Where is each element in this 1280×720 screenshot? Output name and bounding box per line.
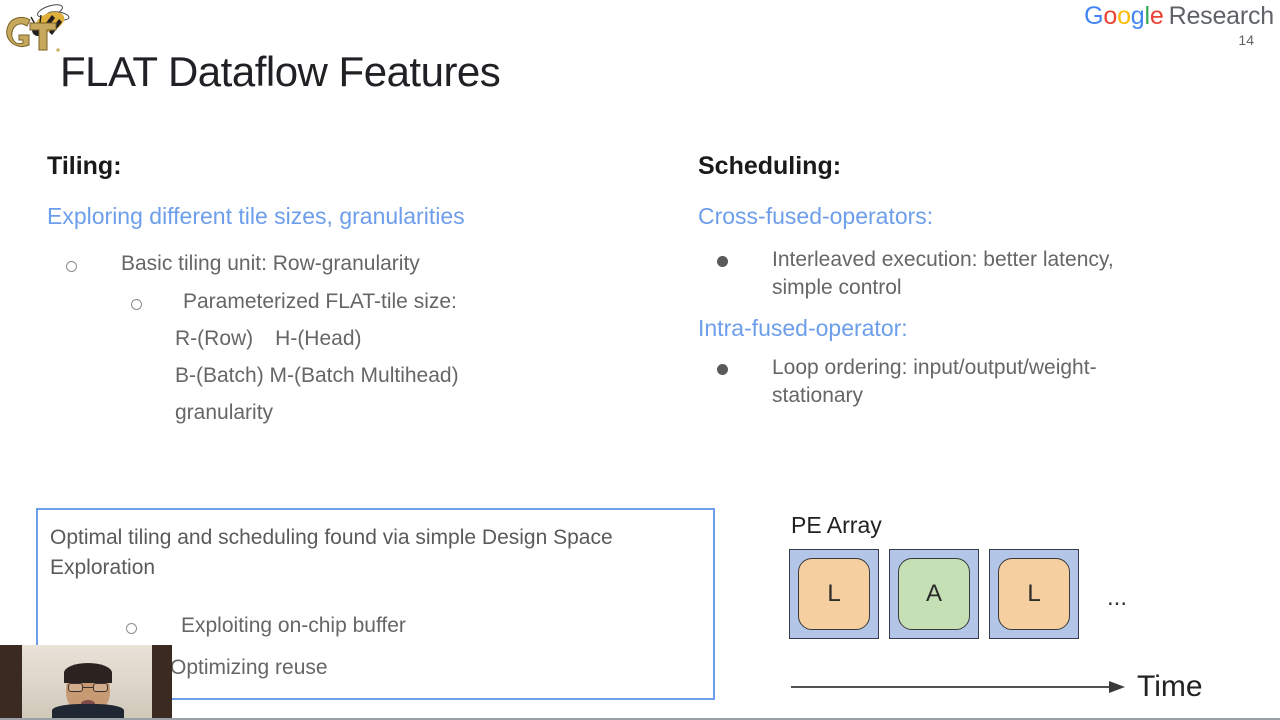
dse-callout-text: Optimal tiling and scheduling found via … xyxy=(50,526,613,579)
bullet-loop-ordering-label: Loop ordering: input/output/weight-stati… xyxy=(772,356,1097,408)
google-letter-o1: o xyxy=(1103,2,1118,30)
google-letter-g2: g xyxy=(1130,2,1145,30)
pe-cell-1: A xyxy=(889,549,979,639)
pe-array-label: PE Array xyxy=(791,512,882,538)
dot-bullet-icon xyxy=(717,364,728,376)
page-title: FLAT Dataflow Features xyxy=(60,48,501,95)
time-axis: Time xyxy=(789,670,1209,704)
pe-cell-2: L xyxy=(989,549,1079,639)
param-row: R-(Row) xyxy=(175,327,254,350)
presenter-glasses-icon xyxy=(68,683,108,692)
presenter-webcam-overlay xyxy=(0,645,172,720)
tiling-subheading: Exploring different tile sizes, granular… xyxy=(47,203,465,229)
presenter-hair xyxy=(64,663,112,683)
pe-cell-0: L xyxy=(789,549,879,639)
circle-bullet-icon xyxy=(131,299,142,310)
time-arrow-icon xyxy=(791,681,1125,693)
pe-cell-0-label: L xyxy=(798,558,870,630)
research-wordmark: Research xyxy=(1168,2,1275,30)
param-line-batch: B-(Batch) M-(Batch Multihead) xyxy=(175,364,459,387)
dse-bullet-exploiting: Exploiting on-chip buffer xyxy=(126,614,406,638)
webcam-left-wall xyxy=(0,645,22,720)
left-column: Tiling: Exploring different tile sizes, … xyxy=(47,152,687,425)
google-letter-g: G xyxy=(1084,2,1104,30)
intra-fused-operator-subheading: Intra-fused-operator: xyxy=(698,315,908,342)
scheduling-heading: Scheduling: xyxy=(698,152,842,180)
circle-bullet-icon xyxy=(126,623,137,634)
pe-array-cells: L A L ... xyxy=(789,549,1209,639)
bullet-interleaved-execution-label: Interleaved execution: better latency, s… xyxy=(772,248,1114,299)
georgia-tech-logo-icon xyxy=(2,0,76,58)
pe-cell-2-label: L xyxy=(998,558,1070,630)
google-letter-o2: o xyxy=(1117,2,1131,30)
param-head: H-(Head) xyxy=(275,327,362,350)
tiling-heading: Tiling: xyxy=(47,152,122,180)
google-letter-l: l xyxy=(1144,2,1151,30)
circle-bullet-icon xyxy=(66,261,77,272)
pe-array-diagram: PE Array L A L ... Time xyxy=(789,512,1209,712)
tiling-bullet-level2-label: Parameterized FLAT-tile size: xyxy=(183,290,457,313)
param-line-row-head: R-(Row) H-(Head) xyxy=(175,327,687,351)
slide-bottom-border xyxy=(0,718,1280,720)
time-axis-label: Time xyxy=(1137,670,1203,703)
presenter-torso xyxy=(52,704,124,720)
tiling-bullet-level1: Basic tiling unit: Row-granularity xyxy=(66,252,687,276)
tiling-bullet-level1-label: Basic tiling unit: Row-granularity xyxy=(121,252,420,275)
bullet-interleaved-execution: Interleaved execution: better latency, s… xyxy=(717,246,1198,301)
cross-fused-operators-subheading: Cross-fused-operators: xyxy=(698,203,934,229)
webcam-right-wall xyxy=(152,645,172,720)
dse-bullet-optimizing-label: Optimizing reuse xyxy=(170,656,328,679)
google-letter-e: e xyxy=(1149,2,1164,30)
pe-cells-ellipsis: ... xyxy=(1107,584,1128,611)
right-column: Scheduling: Cross-fused-operators: Inter… xyxy=(698,152,1198,410)
pe-cell-1-label: A xyxy=(898,558,970,630)
bullet-loop-ordering: Loop ordering: input/output/weight-stati… xyxy=(717,354,1198,409)
dse-bullet-exploiting-label: Exploiting on-chip buffer xyxy=(181,614,406,637)
dot-bullet-icon xyxy=(717,256,728,267)
page-number: 14 xyxy=(1238,32,1254,48)
param-line-granularity: granularity xyxy=(175,401,274,424)
tiling-bullet-level2: Parameterized FLAT-tile size: xyxy=(131,290,687,314)
